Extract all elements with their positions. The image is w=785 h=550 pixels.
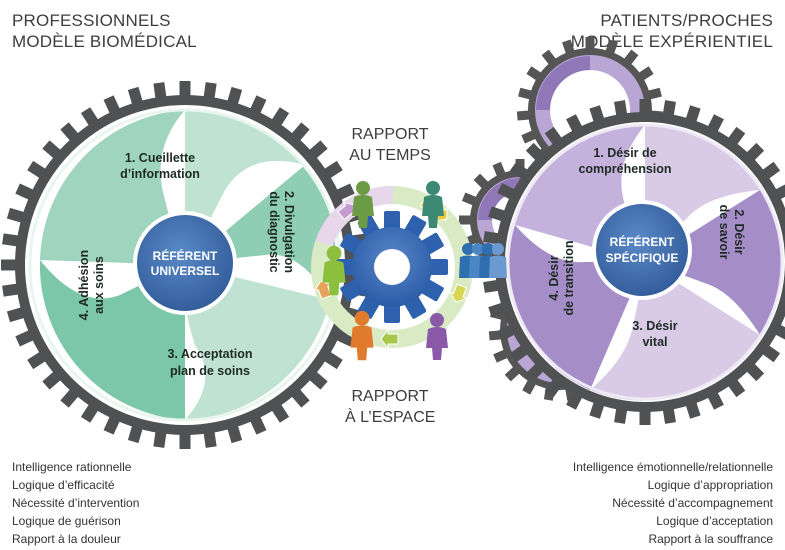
- right-sector4-label: 4. Désir de transition: [547, 240, 576, 315]
- left-sector2-line1: 2. Divulgation: [282, 191, 296, 273]
- gear-tooth: [428, 259, 448, 275]
- header-right-line2: MODÈLE EXPÉRIENTIEL: [570, 32, 773, 51]
- gear-tooth: [179, 81, 191, 101]
- person-icon: [350, 310, 374, 361]
- list-item: Logique d’acceptation: [656, 514, 773, 528]
- left-sector4-label: 4. Adhésion aux soins: [77, 250, 106, 320]
- right-sector4-line1: 4. Désir: [547, 255, 561, 300]
- left-sector-2: [185, 165, 336, 300]
- time-line2: AU TEMPS: [349, 147, 431, 164]
- left-core: [133, 211, 237, 315]
- gear-hub: [374, 249, 410, 285]
- right-referent-line2: SPÉCIFIQUE: [606, 250, 679, 265]
- left-sector3-line1: 3. Acceptation: [168, 347, 253, 361]
- right-sector3-line1: 3. Désir: [632, 319, 677, 333]
- right-core: [592, 200, 692, 300]
- list-item: Rapport à la douleur: [12, 532, 121, 546]
- header-professionnels: PROFESSIONNELS MODÈLE BIOMÉDICAL: [12, 10, 197, 52]
- gear-tooth: [639, 99, 651, 118]
- right-sector2-label: 2. Désir de savoir: [717, 205, 746, 260]
- back-gear-sector: [536, 56, 590, 110]
- list-item: Intelligence émotionnelle/relationnelle: [572, 460, 773, 474]
- arrow-icon: [448, 283, 469, 303]
- right-sector-3: [590, 262, 760, 401]
- rapport-au-temps: RAPPORT AU TEMPS: [345, 124, 435, 166]
- left-sector-3: [183, 265, 330, 420]
- right-gear: RÉFÉRENT SPÉCIFIQUE 1. Désir de compréhe…: [482, 99, 785, 425]
- gear-tooth: [384, 211, 400, 231]
- list-item: Rapport à la souffrance: [648, 532, 773, 546]
- left-sector4-line2: aux soins: [92, 256, 106, 314]
- header-left-line1: PROFESSIONNELS: [12, 11, 171, 30]
- left-sector3-line2: plan de soins: [170, 364, 250, 378]
- person-icon: [322, 245, 346, 296]
- group-icon: [459, 243, 507, 278]
- list-item: Logique d’efficacité: [12, 478, 115, 492]
- right-sector2-line1: 2. Désir: [732, 209, 746, 254]
- person-icon: [352, 181, 374, 228]
- list-item: Nécessité d’accompagnement: [612, 496, 773, 510]
- list-item: Logique de guérison: [12, 514, 121, 528]
- left-sector2-line2: du diagnostic: [267, 191, 281, 272]
- left-sector-1: [185, 109, 305, 265]
- list-item: Logique d’appropriation: [647, 478, 773, 492]
- arrow-icon: [380, 328, 399, 350]
- right-sector3-line2: vital: [642, 335, 667, 349]
- left-sector1-line1: 1. Cueillette: [125, 151, 195, 165]
- gear-tooth: [639, 406, 651, 425]
- left-referent-line1: RÉFÉRENT: [153, 248, 218, 263]
- left-referent-line2: UNIVERSEL: [151, 264, 220, 278]
- list-professionnels: Intelligence rationnelle Logique d’effic…: [12, 458, 139, 548]
- cycle-ring-lower: [311, 186, 473, 348]
- header-right-line1: PATIENTS/PROCHES: [600, 11, 773, 30]
- space-line1: RAPPORT: [351, 388, 429, 405]
- right-sector1-line2: compréhension: [578, 162, 671, 176]
- space-line2: À L’ESPACE: [345, 409, 436, 426]
- person-icon: [322, 181, 507, 361]
- right-sector4-line2: de transition: [562, 240, 576, 315]
- right-sector1-line1: 1. Désir de: [593, 146, 656, 160]
- list-patients: Intelligence émotionnelle/relationnelle …: [573, 458, 773, 548]
- right-sector2-line2: de savoir: [717, 205, 731, 260]
- right-gear-inner-ring: [506, 123, 784, 401]
- gear-tooth: [179, 429, 191, 449]
- list-item: Intelligence rationnelle: [12, 460, 132, 474]
- person-icon: [426, 313, 448, 360]
- left-sector1-line2: d’information: [120, 167, 200, 181]
- left-sector4-line1: 4. Adhésion: [77, 250, 91, 320]
- right-sector-2: [645, 190, 781, 335]
- header-patients: PATIENTS/PROCHES MODÈLE EXPÉRIENTIEL: [571, 10, 773, 52]
- gear-tooth: [585, 37, 595, 54]
- rapport-a-l-espace: RAPPORT À L’ESPACE: [345, 386, 435, 428]
- right-referent-line1: RÉFÉRENT: [610, 234, 675, 249]
- header-left-line2: MODÈLE BIOMÉDICAL: [12, 32, 197, 51]
- gear-icon: [336, 211, 448, 323]
- list-item: Nécessité d’intervention: [12, 496, 140, 510]
- center-cycle: [311, 181, 507, 361]
- person-icon: [422, 181, 444, 228]
- gear-tooth: [384, 303, 400, 323]
- time-line1: RAPPORT: [351, 126, 429, 143]
- left-sector2-label: 2. Divulgation du diagnostic: [267, 191, 296, 273]
